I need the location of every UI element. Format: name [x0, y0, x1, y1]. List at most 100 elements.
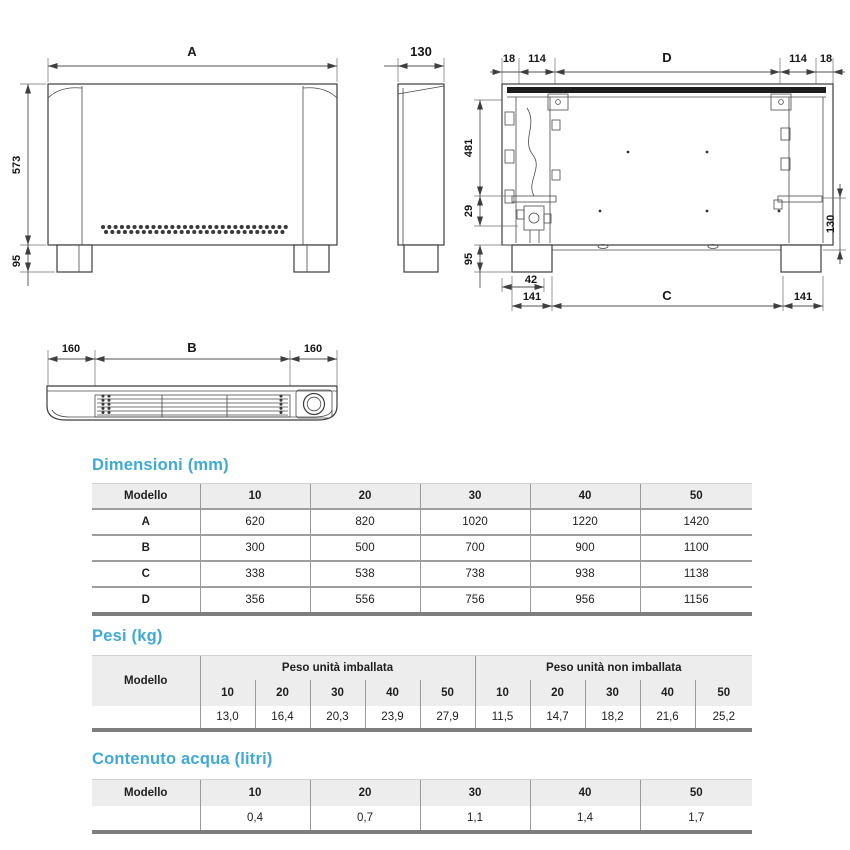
cell: 756: [419, 586, 530, 616]
column-header-20: 20: [309, 779, 420, 806]
cell: 18,2: [584, 706, 641, 732]
table-row-C: C 338 538 738 938 1138: [92, 560, 752, 587]
cell: 556: [309, 586, 420, 616]
cell: 356: [199, 586, 310, 616]
cell: 1138: [639, 560, 752, 587]
rear-dim-114-left: 114: [528, 53, 547, 65]
weights-table: Modello Peso unità imballata Peso unità …: [92, 655, 753, 732]
cell: 27,9: [419, 706, 476, 732]
cell: 538: [309, 560, 420, 587]
cell: 938: [529, 560, 640, 587]
cell: 300: [199, 534, 310, 561]
sub-header: 20: [529, 680, 586, 706]
technical-drawings: A 573 95: [11, 44, 846, 421]
cell: 25,2: [694, 706, 753, 732]
sub-header: 50: [694, 680, 753, 706]
rear-dim-29: 29: [463, 205, 475, 217]
water-values-row: 0,4 0,7 1,1 1,4 1,7: [92, 806, 752, 834]
front-width-label: A: [187, 44, 197, 59]
rear-dim-141-right: 141: [794, 291, 812, 303]
section-heading-weights: Pesi (kg): [92, 627, 163, 645]
cell: 1,1: [419, 806, 530, 834]
cell: 338: [199, 560, 310, 587]
rear-dim-481: 481: [463, 139, 475, 157]
group-header-unpacked: Peso unità non imballata: [474, 655, 753, 680]
cell: 20,3: [309, 706, 365, 732]
cell: 23,9: [364, 706, 420, 732]
rear-dim-114-right: 114: [789, 53, 808, 65]
column-header-20: 20: [309, 483, 420, 509]
cell: 620: [199, 508, 310, 535]
group-header-packed: Peso unità imballata: [199, 655, 476, 680]
row-label: C: [92, 560, 200, 587]
weights-values-row: 13,0 16,4 20,3 23,9 27,9 11,5 14,7 18,2 …: [92, 706, 753, 732]
rear-width-label: D: [662, 50, 671, 65]
column-header-modello: Modello: [92, 483, 200, 509]
cell: 1156: [639, 586, 752, 616]
water-header-row: Modello 10 20 30 40 50: [92, 779, 752, 806]
cell: 738: [419, 560, 530, 587]
cell: 11,5: [474, 706, 531, 732]
cell: 13,0: [199, 706, 255, 732]
top-view: 160 B 160: [46, 340, 338, 421]
rear-dim-18-left: 18: [503, 53, 515, 65]
column-header-30: 30: [419, 779, 530, 806]
rear-dim-130: 130: [825, 215, 837, 233]
cell: 0,7: [309, 806, 420, 834]
side-view: 130: [384, 44, 445, 273]
top-dim-160-left: 160: [62, 343, 80, 355]
weights-group-row: Modello Peso unità imballata Peso unità …: [92, 655, 753, 706]
water-table: Modello 10 20 30 40 50 0,4 0,7 1,1 1,4 1…: [92, 779, 752, 834]
section-heading-water: Contenuto acqua (litri): [92, 750, 273, 768]
row-label: B: [92, 534, 200, 561]
column-header-30: 30: [419, 483, 530, 509]
column-header-40: 40: [529, 779, 640, 806]
sub-header: 30: [309, 680, 365, 706]
cell: 700: [419, 534, 530, 561]
section-heading-dimensions: Dimensioni (mm): [92, 456, 229, 474]
knob-panel: [295, 389, 333, 419]
rear-dim-141-left: 141: [523, 291, 541, 303]
sub-header: 10: [199, 680, 255, 706]
rear-dim-95: 95: [463, 253, 475, 265]
weights-models-row: 10 20 30 40 50 10 20 30 40 50: [92, 680, 753, 706]
cell: 0,4: [199, 806, 310, 834]
column-header-50: 50: [639, 483, 752, 509]
cell: 1,4: [529, 806, 640, 834]
cell: 900: [529, 534, 640, 561]
sub-header: 50: [419, 680, 476, 706]
table-row-B: B 300 500 700 900 1100: [92, 534, 752, 561]
sub-header: 30: [584, 680, 641, 706]
cell: 500: [309, 534, 420, 561]
rear-dim-18-right: 18: [820, 53, 832, 65]
cell: 1100: [639, 534, 752, 561]
front-height-label: 573: [11, 156, 23, 174]
sub-header: 10: [474, 680, 531, 706]
cell: 16,4: [254, 706, 310, 732]
row-label: A: [92, 508, 200, 535]
knob-icon: [302, 392, 326, 416]
cell: 21,6: [639, 706, 696, 732]
table-row-D: D 356 556 756 956 1156: [92, 586, 752, 616]
front-foot-label: 95: [11, 255, 23, 267]
side-depth-label: 130: [410, 44, 432, 59]
rear-view: 18 114 D 114 18: [463, 50, 846, 311]
sub-header: 40: [639, 680, 696, 706]
top-width-label: B: [187, 340, 196, 355]
front-view: A 573 95: [11, 44, 338, 286]
table-row-A: A 620 820 1020 1220 1420: [92, 508, 752, 535]
sub-header: 20: [254, 680, 310, 706]
cell: 14,7: [529, 706, 586, 732]
sub-header: 40: [364, 680, 420, 706]
column-header-50: 50: [639, 779, 752, 806]
empty-cell: [92, 706, 200, 732]
cell: 956: [529, 586, 640, 616]
cell: 1020: [419, 508, 530, 535]
top-dim-160-right: 160: [304, 343, 322, 355]
column-header-40: 40: [529, 483, 640, 509]
dimensions-table: Modello 10 20 30 40 50 A 620 820 1020 12…: [92, 483, 752, 616]
dimensions-header-row: Modello 10 20 30 40 50: [92, 483, 752, 509]
cell: 1220: [529, 508, 640, 535]
column-header-10: 10: [199, 779, 310, 806]
